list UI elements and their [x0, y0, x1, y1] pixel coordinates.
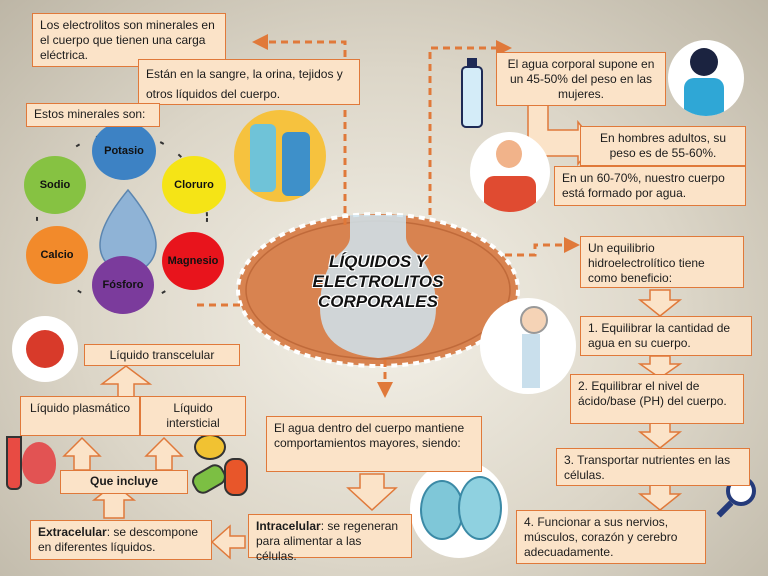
que-incluye-box: Que incluye	[60, 470, 188, 494]
page-title: LÍQUIDOS Y ELECTROLITOS CORPORALES	[312, 252, 444, 311]
plasmatico-box: Líquido plasmático	[20, 396, 140, 436]
water-inside-box: El agua dentro del cuerpo mantiene compo…	[266, 416, 482, 472]
man-drinking-illustration	[470, 132, 550, 212]
mineral-potasio: Potasio	[92, 122, 156, 180]
benefit-3-box: 3. Transportar nutrientes en las células…	[556, 448, 750, 486]
intracelular-text: : se regeneran para alimentar a las célu…	[256, 519, 399, 563]
intracelular-label: Intracelular	[256, 519, 321, 533]
mineral-cloruro: Cloruro	[162, 156, 226, 214]
benefit-1-box: 1. Equilibrar la cantidad de agua en su …	[580, 316, 752, 356]
general-box: En un 60-70%, nuestro cuerpo está formad…	[554, 166, 746, 206]
bottles-illustration	[234, 110, 326, 202]
mineral-sodio: Sodio	[24, 156, 86, 214]
flask-graphic	[320, 215, 436, 358]
extracelular-text: : se descompone en diferentes líquidos.	[38, 525, 199, 554]
men-box: En hombres adultos, su peso es de 55-60%…	[580, 126, 746, 166]
blood-tube-icon	[4, 432, 58, 490]
mineral-magnesio: Magnesio	[162, 232, 224, 290]
transcelular-box: Líquido transcelular	[84, 344, 240, 366]
benefit-4-box: 4. Funcionar a sus nervios, músculos, co…	[516, 510, 706, 564]
intersticial-box: Líquido intersticial	[140, 396, 246, 436]
benefit-2-box: 2. Equilibrar el nivel de ácido/base (PH…	[570, 374, 744, 424]
extracelular-label: Extracelular	[38, 525, 107, 539]
extracelular-box: Extracelular: se descompone en diferente…	[30, 520, 212, 560]
woman-drinking-illustration	[668, 40, 744, 116]
cells-illustration	[410, 460, 508, 558]
mineral-fosforo: Fósforo	[92, 256, 154, 314]
balance-box: Un equilibrio hidroelectrolítico tiene c…	[580, 236, 744, 288]
minerals-intro-box: Estos minerales son:	[26, 103, 160, 127]
intracelular-box: Intracelular: se regeneran para alimenta…	[248, 514, 412, 563]
body-water-box: El agua corporal supone en un 45-50% del…	[496, 52, 666, 106]
water-bottle-icon	[459, 58, 485, 130]
elderly-drinking-illustration	[480, 298, 576, 394]
mineral-calcio: Calcio	[26, 226, 88, 284]
definition-box: Los electrolitos son minerales en el cue…	[32, 13, 226, 67]
location-box: Están en la sangre, la orina, tejidos y …	[138, 59, 360, 105]
bacteria-icons	[188, 432, 256, 498]
virus-icon	[12, 316, 78, 382]
